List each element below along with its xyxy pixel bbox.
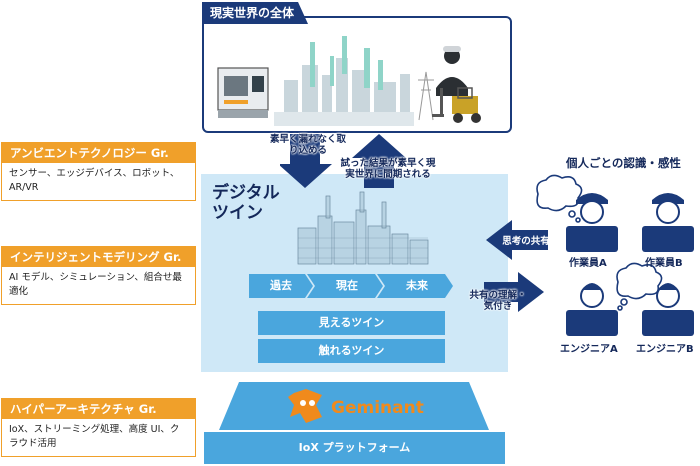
people-section-title: 個人ごとの認識・感性 (566, 156, 681, 170)
visible-twin-bar: 見えるツイン (258, 311, 445, 335)
group-title: アンビエントテクノロジー Gr. (2, 143, 195, 163)
real-world-title: 現実世界の全体 (202, 2, 308, 24)
timeline-past: 過去 (249, 274, 313, 298)
up-arrow-label: 試った結果が素早く現実世界に間期される (340, 158, 436, 180)
power-pylon-icon (418, 71, 434, 121)
machine-tool-icon (217, 67, 269, 118)
group-description: IoX、ストリーミング処理、高度 UI、クラウド活用 (9, 424, 180, 449)
worker-a-label: 作業員A (569, 258, 607, 269)
down-arrow-icon (280, 134, 332, 188)
people-illustration (536, 174, 694, 336)
horizontal-arrows (484, 220, 548, 312)
worker-b-label: 作業員B (645, 258, 683, 269)
touchable-twin-bar: 触れるツイン (258, 339, 445, 363)
engineer-b-icon (642, 283, 694, 336)
right-arrow-icon (484, 272, 544, 312)
geminant-band (219, 382, 489, 430)
worker-icon (436, 46, 468, 96)
real-world-scene-illustration (217, 36, 481, 126)
down-arrow-label: 素早く漏れなく取り込める (269, 134, 346, 156)
forklift-icon (432, 87, 481, 123)
up-arrow-icon (352, 134, 406, 188)
group-card-architecture: ハイパーアーキテクチャ Gr. IoX、ストリーミング処理、高度 UI、クラウド… (1, 398, 196, 457)
group-title: ハイパーアーキテクチャ Gr. (2, 399, 195, 419)
engineer-a-icon (566, 283, 618, 336)
thought-bubble-icon (616, 262, 663, 311)
flow-arrows (280, 134, 406, 188)
timeline-future: 未来 (377, 274, 453, 298)
geminant-brand: Geminant (331, 398, 424, 418)
geminant-logo-icon (288, 389, 322, 423)
group-card-modeling: インテリジェントモデリング Gr. AI モデル、シミュレーション、組合せ最適化 (1, 246, 196, 305)
thought-bubble-icon (536, 174, 583, 223)
engineer-b-label: エンジニアB (636, 344, 694, 355)
timeline-present: 現在 (307, 274, 383, 298)
left-arrow-icon (486, 220, 548, 260)
group-title: インテリジェントモデリング Gr. (2, 247, 195, 267)
digital-twin-title-line2: ツイン (212, 203, 263, 223)
worker-a-icon (566, 193, 618, 252)
left-arrow-label: 思考の共有 (502, 236, 550, 247)
group-card-ambient: アンビエントテクノロジー Gr. センサー、エッジデバイス、ロボット、AR/VR (1, 142, 196, 201)
digital-twin-title: デジタル ツイン (212, 183, 280, 223)
group-description: センサー、エッジデバイス、ロボット、AR/VR (9, 168, 180, 193)
engineer-a-label: エンジニアA (560, 344, 618, 355)
digital-twin-title-line1: デジタル (212, 183, 280, 203)
right-arrow-label: 共有の理解・気付き (469, 290, 527, 312)
worker-b-icon (642, 193, 694, 252)
group-description: AI モデル、シミュレーション、組合せ最適化 (9, 272, 182, 297)
digital-city-wireframe-icon (297, 191, 429, 265)
iox-platform-band: IoX プラットフォーム (204, 432, 505, 464)
